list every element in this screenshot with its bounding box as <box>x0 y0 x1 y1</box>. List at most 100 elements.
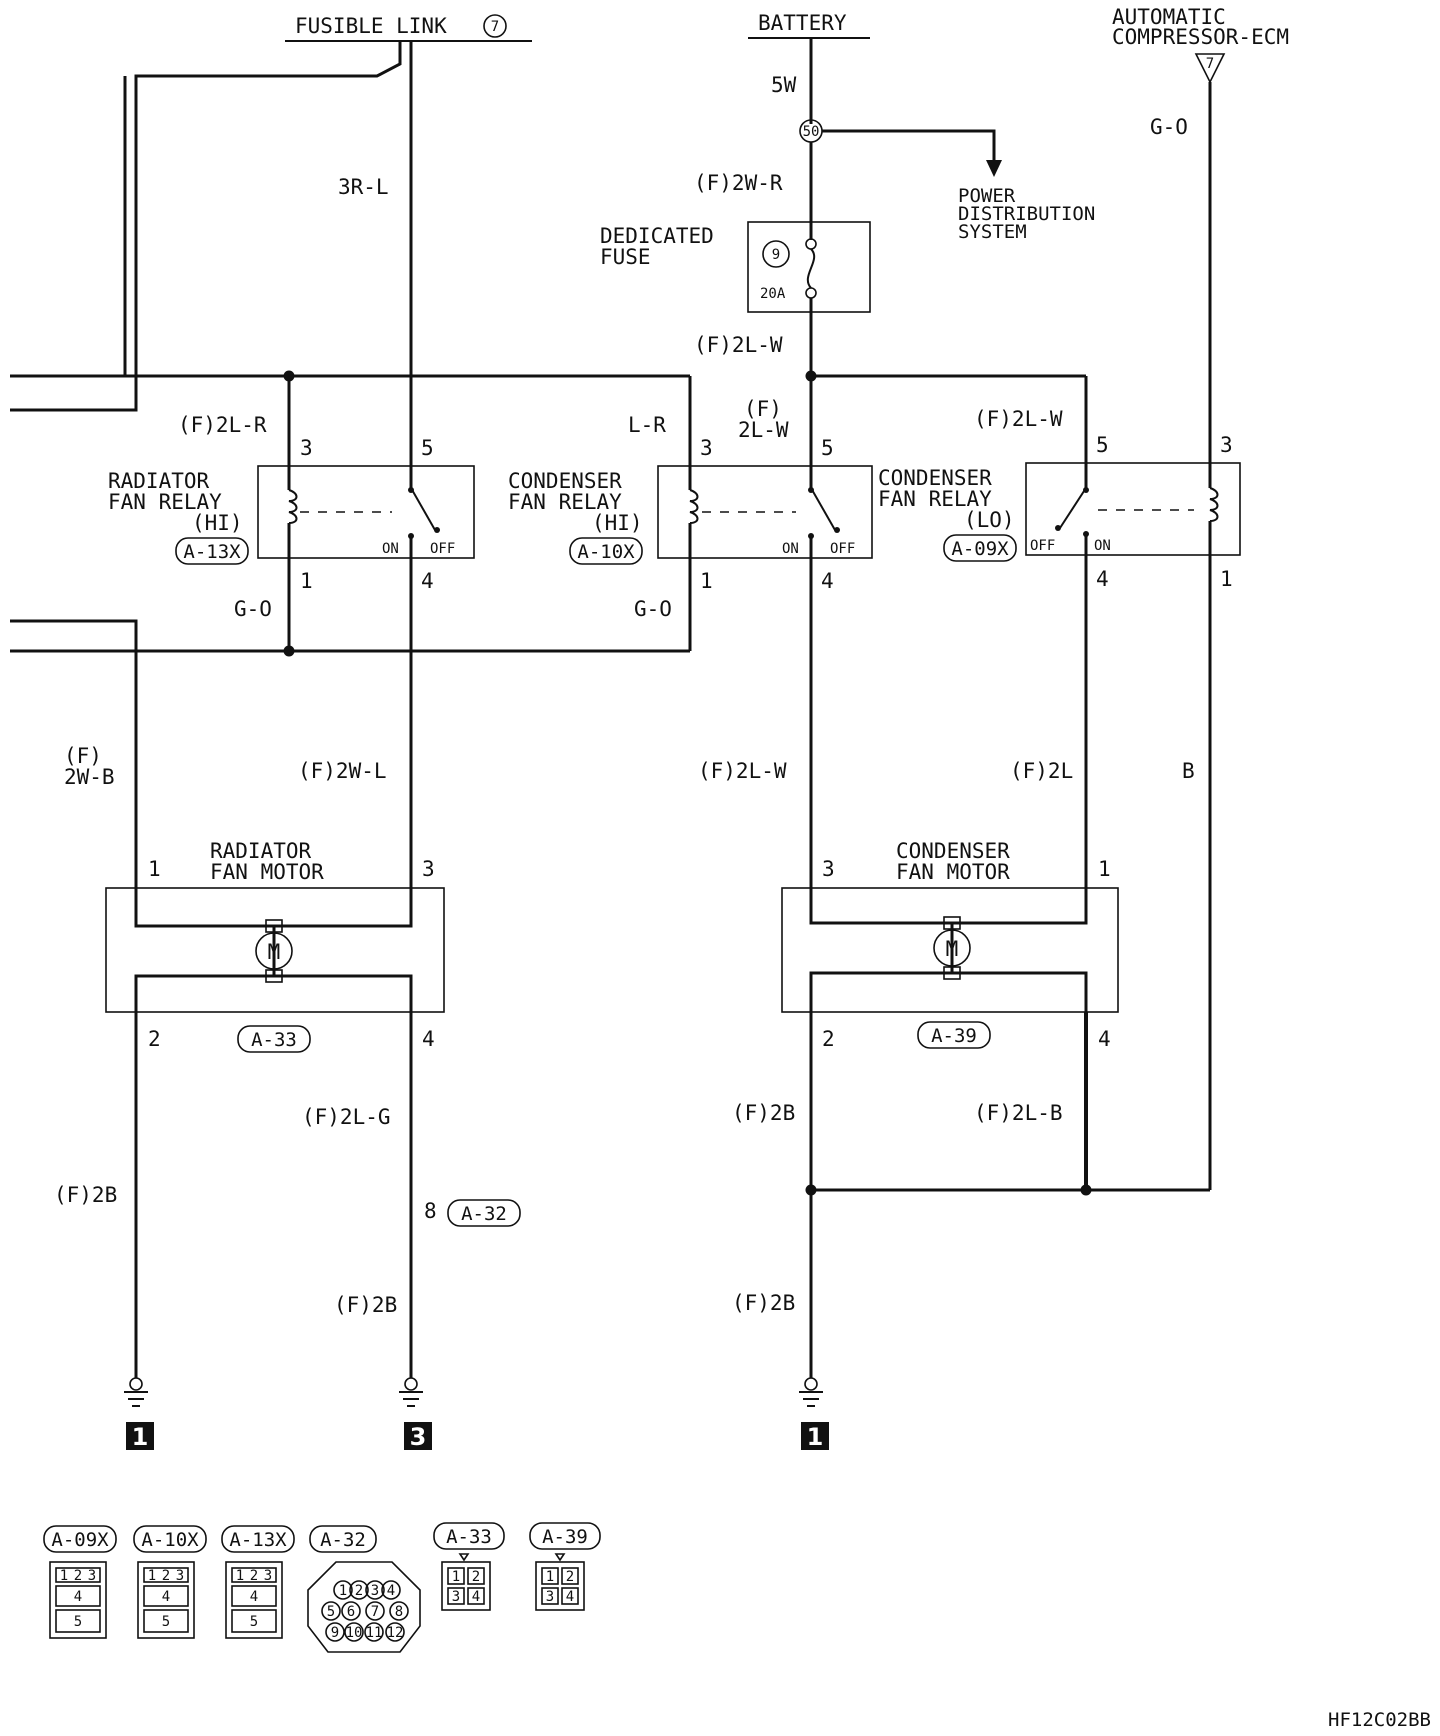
motor-connector-label: A-33 <box>251 1029 297 1051</box>
legend-label: A-39 <box>542 1526 588 1548</box>
legend-pin: 2 <box>566 1569 574 1585</box>
intermediate-pin: 8 <box>424 1199 437 1223</box>
legend-pin: 1 <box>148 1568 156 1584</box>
motor-pin: 3 <box>422 857 435 881</box>
fuse-rating: 20A <box>760 286 786 302</box>
relay-on-label: ON <box>782 541 799 557</box>
condenser-fan-relay-lo: CONDENSER FAN RELAY (LO) A-09X OFF ON 5 … <box>878 433 1241 591</box>
relay-pin: 5 <box>421 436 434 460</box>
battery-source: BATTERY <box>748 11 870 39</box>
condenser-fan-motor: CONDENSER FAN MOTOR M 3 1 2 4 A-39 <box>781 839 1119 1051</box>
legend-pin: 3 <box>176 1568 184 1584</box>
legend-pin: 4 <box>250 1589 258 1605</box>
legend-pin: 3 <box>371 1583 379 1599</box>
figure-code: HF12C02BB <box>1328 1709 1431 1731</box>
relay-label-line2: FAN RELAY <box>878 487 992 511</box>
legend-pin: 4 <box>472 1589 480 1605</box>
relay-off-label: OFF <box>430 541 455 557</box>
motor-symbol: M <box>268 940 281 964</box>
relay-label-line1: CONDENSER <box>878 466 992 490</box>
compressor-label-line2: COMPRESSOR-ECM <box>1112 25 1289 49</box>
wire-label-rad-2b: (F)2B <box>54 1183 117 1207</box>
power-distribution-line3: SYSTEM <box>958 221 1027 243</box>
relay-connector-label: A-09X <box>951 538 1009 560</box>
legend-label: A-13X <box>229 1529 287 1551</box>
compressor-ecm-source: AUTOMATIC COMPRESSOR-ECM 7 <box>1112 5 1289 84</box>
legend-pin: 4 <box>162 1589 170 1605</box>
radiator-fan-relay-hi: RADIATOR FAN RELAY (HI) A-13X ON OFF 3 5… <box>108 436 475 593</box>
junction-50: 50 <box>799 119 823 143</box>
legend-pin: 3 <box>452 1589 460 1605</box>
legend-pin: 4 <box>387 1583 395 1599</box>
motor-symbol: M <box>946 937 959 961</box>
wire-label-2l-w-fuse: (F)2L-W <box>694 333 783 357</box>
motor-pin: 1 <box>1098 857 1111 881</box>
legend-pin: 2 <box>162 1568 170 1584</box>
connector-legend: A-09X 1 2 3 4 5 A-10X 1 2 3 4 5 A-13X 1 … <box>43 1522 601 1653</box>
motor-label-line1: CONDENSER <box>896 839 1010 863</box>
motor-connector-label: A-39 <box>931 1025 977 1047</box>
relay-pin: 1 <box>700 569 713 593</box>
relay-off-label: OFF <box>1030 538 1055 554</box>
wire-label-2l-b: (F)2L-B <box>974 1101 1063 1125</box>
relay-pin: 1 <box>1220 567 1233 591</box>
legend-pin: 2 <box>74 1568 82 1584</box>
motor-pin: 3 <box>822 857 835 881</box>
legend-label: A-33 <box>446 1526 492 1548</box>
legend-label: A-09X <box>51 1529 109 1551</box>
legend-pin: 5 <box>250 1614 258 1630</box>
wire-label-2l: (F)2L <box>1010 759 1073 783</box>
legend-pin: 1 <box>452 1569 460 1585</box>
fusible-link-source: FUSIBLE LINK 7 <box>285 14 532 42</box>
legend-pin: 5 <box>327 1604 335 1620</box>
power-distribution-line1: POWER <box>958 185 1016 207</box>
relay-label-line3: (LO) <box>964 508 1015 532</box>
relay-label-line3: (HI) <box>592 511 643 535</box>
wire-label-3r-l: 3R-L <box>338 175 389 199</box>
motor-label-line2: FAN MOTOR <box>896 860 1010 884</box>
legend-pin: 7 <box>371 1604 379 1620</box>
legend-pin: 3 <box>88 1568 96 1584</box>
legend-pin: 11 <box>366 1625 383 1641</box>
legend-label: A-32 <box>320 1529 366 1551</box>
motor-pin: 2 <box>148 1027 161 1051</box>
fusible-link-number: 7 <box>491 19 499 35</box>
wire-label-b: B <box>1182 759 1195 783</box>
radiator-fan-motor: RADIATOR FAN MOTOR M 1 3 2 4 A-33 <box>105 839 445 1053</box>
relay-pin: 3 <box>1220 433 1233 457</box>
motor-pin: 2 <box>822 1027 835 1051</box>
fuse-number: 9 <box>772 247 780 263</box>
battery-label: BATTERY <box>758 11 847 35</box>
relay-label-line2: FAN RELAY <box>108 490 222 514</box>
legend-pin: 1 <box>339 1583 347 1599</box>
wire-label-cond-g-o: G-O <box>634 597 672 621</box>
a32-pin-row-2: 5 6 7 8 <box>321 1601 409 1621</box>
intermediate-connector-label: A-32 <box>461 1203 507 1225</box>
relay-pin: 3 <box>300 436 313 460</box>
legend-pin: 5 <box>74 1614 82 1630</box>
motor-pin: 4 <box>422 1027 435 1051</box>
relay-pin: 3 <box>700 436 713 460</box>
relay-pin: 4 <box>821 569 834 593</box>
legend-pin: 9 <box>331 1625 339 1641</box>
power-distribution-line2: DISTRIBUTION <box>958 203 1095 225</box>
legend-pin: 4 <box>74 1589 82 1605</box>
legend-pin: 2 <box>472 1569 480 1585</box>
power-distribution-label: POWER DISTRIBUTION SYSTEM <box>958 185 1095 243</box>
wire-label-l-r: L-R <box>628 413 666 437</box>
wire-label-rad-g-o: G-O <box>234 597 272 621</box>
fusible-link-label: FUSIBLE LINK <box>295 14 447 38</box>
wire-label-cond-2b: (F)2B <box>732 1101 795 1125</box>
motor-label-line2: FAN MOTOR <box>210 860 324 884</box>
relay-pin: 5 <box>1096 433 1109 457</box>
ground-3: 3 <box>399 1377 432 1451</box>
legend-pin: 1 <box>546 1569 554 1585</box>
relay-pin: 4 <box>421 569 434 593</box>
a32-pin-row-1: 1 2 3 4 <box>333 1580 401 1600</box>
relay-connector-label: A-13X <box>183 541 241 563</box>
legend-pin: 3 <box>546 1589 554 1605</box>
relay-label-line1: CONDENSER <box>508 469 622 493</box>
relay-pin: 4 <box>1096 567 1109 591</box>
fuse-label-line2: FUSE <box>600 245 651 269</box>
ground-number: 3 <box>410 1423 427 1451</box>
